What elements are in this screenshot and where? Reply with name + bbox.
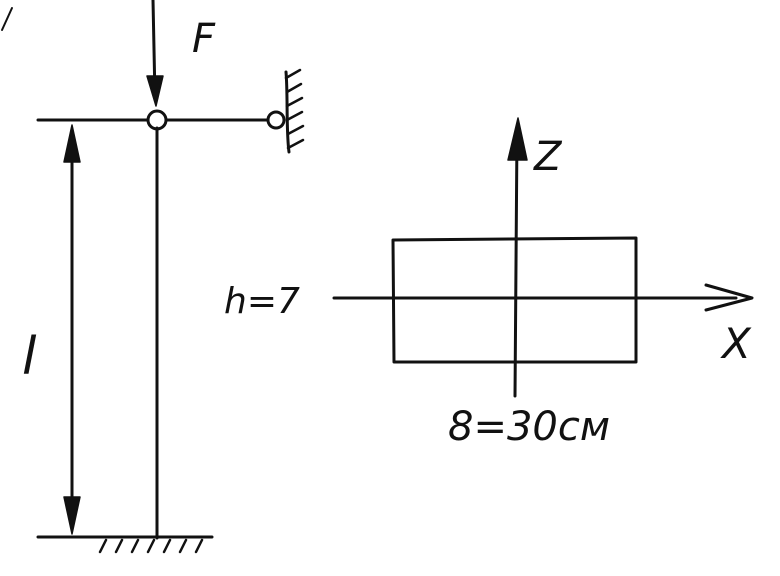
- column-scheme: F l: [1, 0, 305, 554]
- link-end-pin: [266, 110, 286, 130]
- fixed-support-hatching: [98, 538, 204, 554]
- z-axis-arrow: [507, 117, 528, 161]
- stray-pen-mark: [1, 7, 13, 31]
- top-hinge: [146, 109, 168, 131]
- x-axis-arrow: [704, 283, 754, 312]
- wall-support-hatching: [284, 68, 305, 150]
- x-axis-label: X: [720, 319, 752, 368]
- z-axis-label: Z: [533, 134, 563, 180]
- force-arrow-head: [146, 75, 164, 107]
- height-label: h=7: [224, 281, 300, 322]
- length-label: l: [22, 327, 37, 387]
- cross-section: Z X h=7 8=30см: [224, 117, 754, 450]
- wall-support-line: [284, 70, 291, 154]
- z-axis-line: [513, 130, 519, 398]
- dimension-arrow-top: [63, 124, 81, 163]
- width-label: 8=30см: [448, 404, 610, 450]
- dimension-arrow-bottom: [63, 496, 81, 535]
- force-label: F: [192, 16, 216, 62]
- rectangular-section: [391, 236, 638, 364]
